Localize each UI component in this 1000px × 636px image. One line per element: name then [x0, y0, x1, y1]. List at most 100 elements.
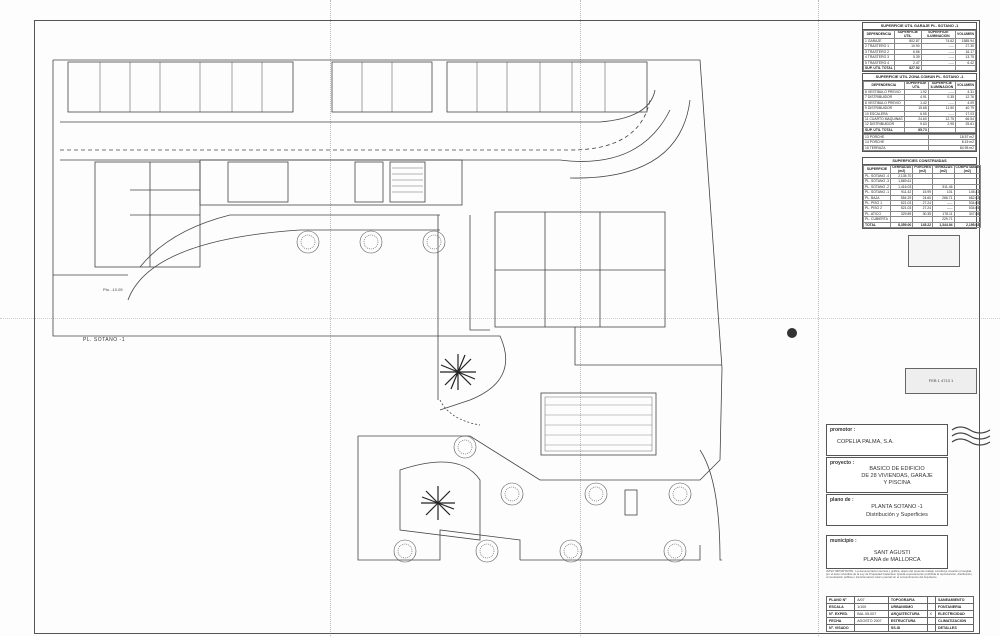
- col-header: CERRADAS (m2): [890, 165, 914, 174]
- cell: 17.03: [955, 110, 976, 118]
- left-unit: [94, 161, 201, 268]
- municipio-box: municipio : SANT AGUSTI PLANA de MALLORC…: [826, 535, 948, 569]
- proyecto-label: proyecto :: [830, 460, 855, 466]
- cell: TOTAL: [862, 221, 892, 229]
- cell: Nº. EXPED.: [825, 610, 856, 618]
- driveway-centerline: [60, 99, 651, 151]
- col-header: COMPUTABLE (m2): [953, 165, 982, 174]
- cell: BAL.05-007: [854, 610, 889, 618]
- cell: 2,195.92: [953, 221, 982, 229]
- parking-row: [67, 61, 294, 113]
- cell: PL. SOTANO -1: [862, 189, 892, 196]
- cell: Nº. VISADO: [825, 624, 856, 632]
- cell: 8,359.00: [890, 221, 914, 229]
- architect-logo-icon: [951, 426, 991, 446]
- cell: PL. SOTANO -4: [862, 172, 892, 180]
- cell: 13.75: [955, 54, 976, 61]
- plano-label: plano de :: [830, 497, 854, 503]
- table-title: SUPERFICIE UTIL ZONA COMUN PL. SOTANO -1: [863, 74, 976, 81]
- cell: TOPOGRAFIA: [887, 596, 928, 604]
- cell: 521.03: [890, 199, 914, 207]
- cell: 12.76: [955, 94, 976, 101]
- cell: [854, 624, 889, 632]
- promotor-name: COPELIA PALMA, S.A.: [837, 439, 894, 445]
- col-header: VOLUMEN: [955, 30, 976, 39]
- cell: 1,869.61: [890, 178, 914, 185]
- cell: PLANO Nº: [825, 596, 856, 604]
- cell: 5 TRASTERO 4: [863, 59, 895, 67]
- date-stamp-text: FEB 1 4713 1: [928, 378, 954, 383]
- cell: 11 CUARTO MAQUINAS: [863, 115, 905, 123]
- cell: 1 GARAJE: [863, 37, 895, 45]
- cell: 554.29: [890, 194, 914, 202]
- cell: 6 VESTIBULO PREVIO: [863, 88, 905, 96]
- col-header: TERRAZAS (m2): [932, 165, 955, 174]
- municipio-line: PLANA de MALLORCA: [863, 557, 921, 563]
- legal-note: AVISO IMPORTANTE : La documentación técn…: [826, 570, 973, 580]
- col-header: SUPERFICIE ILUMINACION: [927, 81, 957, 90]
- cell: 511.46: [932, 183, 955, 191]
- cell: ARQUITECTURA: [887, 610, 928, 618]
- cell: X: [926, 610, 937, 618]
- table-zona-comun: SUPERFICIE UTIL ZONA COMUN PL. SOTANO -1…: [862, 73, 977, 135]
- cell: 1585.94: [955, 37, 976, 45]
- municipio-line: SANT AGUSTI: [873, 550, 911, 556]
- cell: 145.22: [912, 221, 934, 229]
- cell: 27.30: [955, 43, 976, 50]
- cell: SANEAMIENTO: [935, 596, 974, 604]
- cell: ELECTRICIDAD: [935, 610, 974, 618]
- proyecto-line: BASICO DE EDIFICIO: [869, 466, 925, 472]
- plano-line: Distribución y Superficies: [866, 512, 928, 518]
- core-block: [199, 159, 463, 206]
- col-header: SUPERFICIE UTIL: [903, 81, 929, 90]
- promotor-box: promotor : COPELIA PALMA, S.A.: [826, 424, 948, 456]
- cell: 40.79: [955, 105, 976, 112]
- pool: [540, 392, 657, 456]
- date-stamp: FEB 1 4713 1: [905, 368, 977, 394]
- cell: 266.71: [932, 194, 955, 202]
- cell: FONTANERIA: [935, 603, 974, 611]
- plano-line: PLANTA SOTANO -1: [871, 504, 923, 510]
- cell: ESCALA: [825, 603, 856, 611]
- cell: 15 TERRAZA: [863, 144, 929, 152]
- site-boundary: [53, 59, 723, 369]
- cell: PL. SOTANO -2: [862, 183, 892, 191]
- cell: PL. CUBIERTA: [862, 216, 892, 223]
- cell: 84.95 m2: [927, 144, 977, 152]
- col-header: SUPERFICIE ILUMINACION: [920, 30, 957, 39]
- cell: DETALLES: [935, 624, 974, 632]
- cell: 178.11: [932, 210, 955, 218]
- proyecto-line: DE 28 VIVIENDAS, GARAJE: [861, 473, 933, 479]
- cell: CLIMATIZACION: [935, 617, 974, 625]
- cell: 16.17: [955, 48, 976, 56]
- cell: [926, 603, 937, 611]
- cell: 2 TRASTERO 1: [863, 43, 895, 50]
- col-header: VOLUMEN: [955, 81, 976, 90]
- cell: ESTRUCTURA: [887, 617, 928, 625]
- punch-hole-icon: [787, 328, 797, 338]
- cell: [926, 617, 937, 625]
- fold-line: [0, 318, 1000, 319]
- cell: SUP. UTIL TOTAL: [863, 126, 905, 134]
- cell: 66.54: [955, 115, 976, 123]
- cell: AGOSTO 2007: [854, 617, 889, 625]
- col-header: SUPERFICIE: [862, 165, 892, 174]
- col-header: SUPERFICIE UTIL: [893, 30, 922, 39]
- cell: 8 VESTIBULO PREVIO: [863, 99, 905, 107]
- col-header: DEPENDENCIA: [863, 30, 895, 39]
